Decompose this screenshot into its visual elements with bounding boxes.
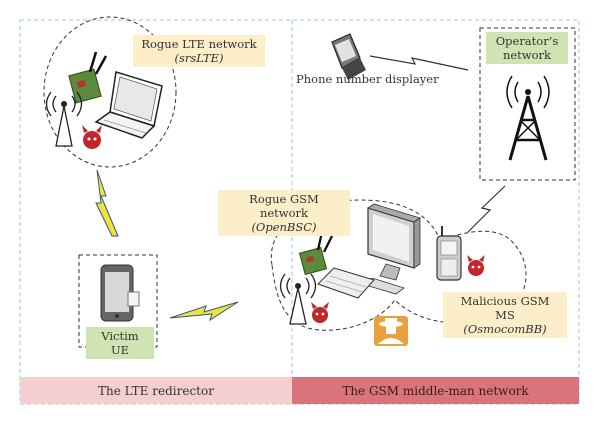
victim-ue-box	[78, 254, 158, 348]
gsm-middle-man-footer: The GSM middle-man network	[292, 377, 579, 404]
operator-line1: Operator’s	[495, 34, 559, 48]
devil-icon	[82, 125, 102, 149]
operator-network-label: Operator’s network	[486, 32, 568, 64]
devil-icon	[467, 255, 485, 276]
cell-tower-icon	[506, 75, 550, 161]
rogue-lte-subtitle: (srsLTE)	[174, 51, 224, 65]
rogue-gsm-subtitle: (OpenBSC)	[251, 220, 317, 234]
lte-redirector-footer: The LTE redirector	[20, 377, 292, 404]
smartphone-icon	[100, 264, 140, 322]
sdr-board-icon	[298, 231, 334, 276]
phone-number-displayer-label: Phone number displayer	[296, 72, 439, 86]
antenna-icon	[279, 273, 317, 325]
rogue-gsm-label: Rogue GSM network (OpenBSC)	[218, 190, 350, 236]
rogue-lte-label: Rogue LTE network (srsLTE)	[133, 35, 265, 67]
rogue-gsm-group	[270, 199, 527, 331]
victim-ue-label: Victim UE	[86, 327, 154, 359]
operator-box	[479, 27, 576, 181]
radio-link-line	[467, 185, 506, 233]
desktop-computer-icon	[361, 203, 421, 295]
keyboard-icon	[317, 267, 375, 299]
malicious-ms-subtitle: (OsmocomBB)	[463, 322, 547, 336]
lightning-icon	[169, 301, 239, 322]
devil-icon	[311, 302, 329, 323]
malicious-ms-title: Malicious GSM MS	[460, 294, 550, 322]
operator-line2: network	[502, 48, 552, 62]
sdr-board-icon	[68, 51, 108, 104]
malicious-ms-label: Malicious GSM MS (OsmocomBB)	[443, 292, 567, 338]
mobile-phone-icon	[436, 226, 462, 281]
lightning-icon	[95, 169, 119, 237]
spy-icon	[374, 316, 408, 346]
laptop-icon	[94, 71, 163, 139]
antenna-icon	[45, 91, 83, 147]
rogue-lte-title: Rogue LTE network	[141, 37, 257, 51]
rogue-gsm-title: Rogue GSM network	[249, 192, 319, 220]
radio-link-line	[369, 55, 469, 71]
flip-phone-icon	[331, 33, 366, 80]
outer-frame	[19, 19, 580, 405]
rogue-lte-group	[43, 16, 177, 168]
